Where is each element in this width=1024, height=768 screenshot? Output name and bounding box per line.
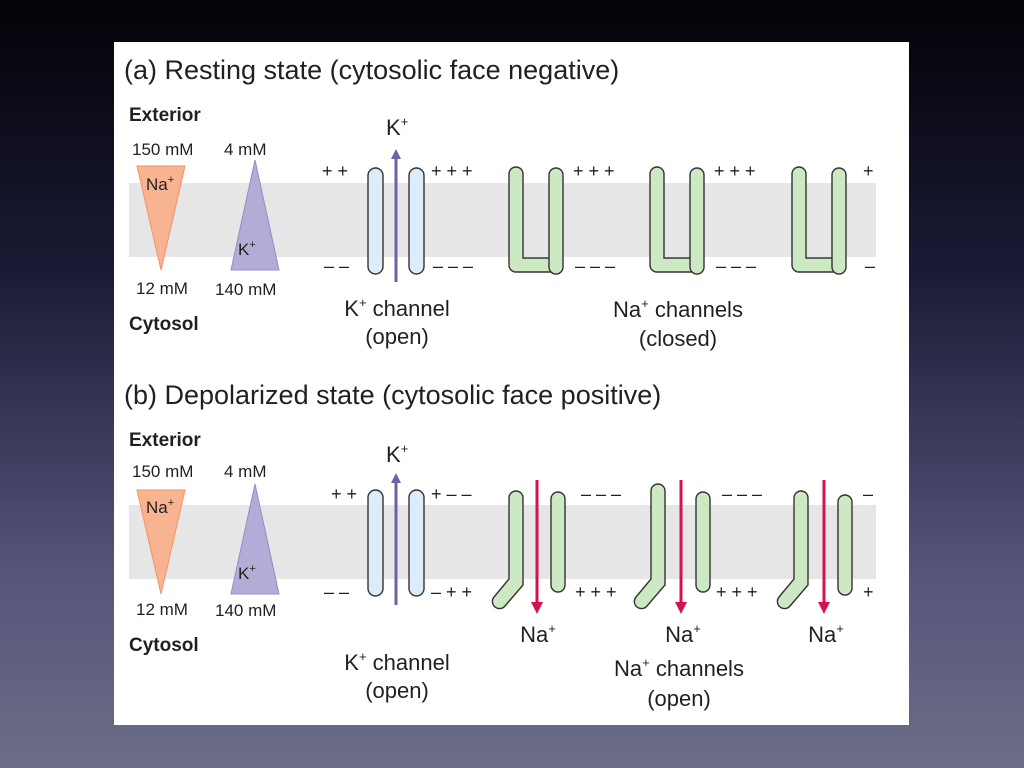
exterior-charge-signs: + – – [431,484,472,504]
diagram-slide: (a) Resting state (cytosolic face negati… [114,42,909,725]
exterior-charge-signs: – [863,484,873,504]
na-channel-1-gate [491,490,524,610]
k-triangle-label: K+ [238,239,256,259]
na-ion-label: Na+ [808,621,844,647]
na-triangle-label: Na+ [146,174,174,194]
k-gradient-triangle [230,159,280,271]
k-triangle-label: K+ [238,563,256,583]
na-exterior-concentration: 150 mM [132,462,193,481]
na-triangle-label: Na+ [146,497,174,517]
cytosol-charge-signs: – – [324,582,349,602]
na-channel-2-gate [633,483,666,610]
membrane-potential-diagram: (a) Resting state (cytosolic face negati… [124,55,876,711]
na-channel-2-subunit [689,167,705,275]
exterior-charge-signs: – – – [722,484,762,504]
exterior-charge-signs: + + [322,161,348,181]
na-channel-2-subunit [695,491,711,593]
na-channel-1-subunit [548,167,564,275]
k-ion-label: K+ [386,441,408,467]
na-gradient-triangle [136,165,186,271]
cytosol-charge-signs: – – – [433,256,473,276]
cytosol-label: Cytosol [129,314,199,335]
k-cytosol-concentration: 140 mM [215,601,276,620]
k-cytosol-concentration: 140 mM [215,280,276,299]
cytosol-charge-signs: + [863,582,874,602]
cytosol-charge-signs: – – – [716,256,756,276]
na-channel-3-gate [776,490,809,610]
na-gradient-triangle [136,489,186,595]
k-channel-caption: K+ channel [344,295,449,321]
k-exterior-concentration: 4 mM [224,462,267,481]
k-channel-left-subunit [367,489,384,597]
panel-a: (a) Resting state (cytosolic face negati… [124,55,876,351]
cytosol-charge-signs: – – – [575,256,615,276]
na-cytosol-concentration: 12 mM [136,600,188,619]
na-exterior-concentration: 150 mM [132,140,193,159]
exterior-charge-signs: + + [331,484,357,504]
cytosol-label: Cytosol [129,635,199,656]
na-channels-state: (closed) [639,326,717,351]
k-gradient-triangle [230,483,280,595]
k-channel-right-subunit [408,489,425,597]
na-cytosol-concentration: 12 mM [136,279,188,298]
exterior-label: Exterior [129,430,201,451]
exterior-charge-signs: – – – [581,484,621,504]
cytosol-charge-signs: – + + [431,582,472,602]
na-channel-3-subunit [837,494,853,596]
na-channels-state: (open) [647,686,711,711]
cytosol-charge-signs: – [865,256,875,276]
exterior-charge-signs: + + + [573,161,615,181]
na-ion-label: Na+ [520,621,556,647]
na-channel-3-subunit [831,167,847,275]
na-channels-caption: Na+ channels [614,655,744,681]
k-channel-state: (open) [365,678,429,703]
panel-b-title: (b) Depolarized state (cytosolic face po… [124,380,661,410]
k-channel-right-subunit [408,167,425,275]
panel-b: (b) Depolarized state (cytosolic face po… [124,380,876,711]
k-ion-label: K+ [386,114,408,140]
exterior-label: Exterior [129,105,201,126]
exterior-charge-signs: + + + [714,161,756,181]
cytosol-charge-signs: – – [324,256,349,276]
cytosol-charge-signs: + + + [575,582,617,602]
cytosol-charge-signs: + + + [716,582,758,602]
k-exterior-concentration: 4 mM [224,140,267,159]
k-channel-state: (open) [365,324,429,349]
na-channel-1-subunit [550,491,566,593]
exterior-charge-signs: + + + [431,161,473,181]
exterior-charge-signs: + [863,161,874,181]
k-channel-left-subunit [367,167,384,275]
na-ion-label: Na+ [665,621,701,647]
na-channels-caption: Na+ channels [613,296,743,322]
k-channel-caption: K+ channel [344,649,449,675]
panel-a-title: (a) Resting state (cytosolic face negati… [124,55,619,85]
